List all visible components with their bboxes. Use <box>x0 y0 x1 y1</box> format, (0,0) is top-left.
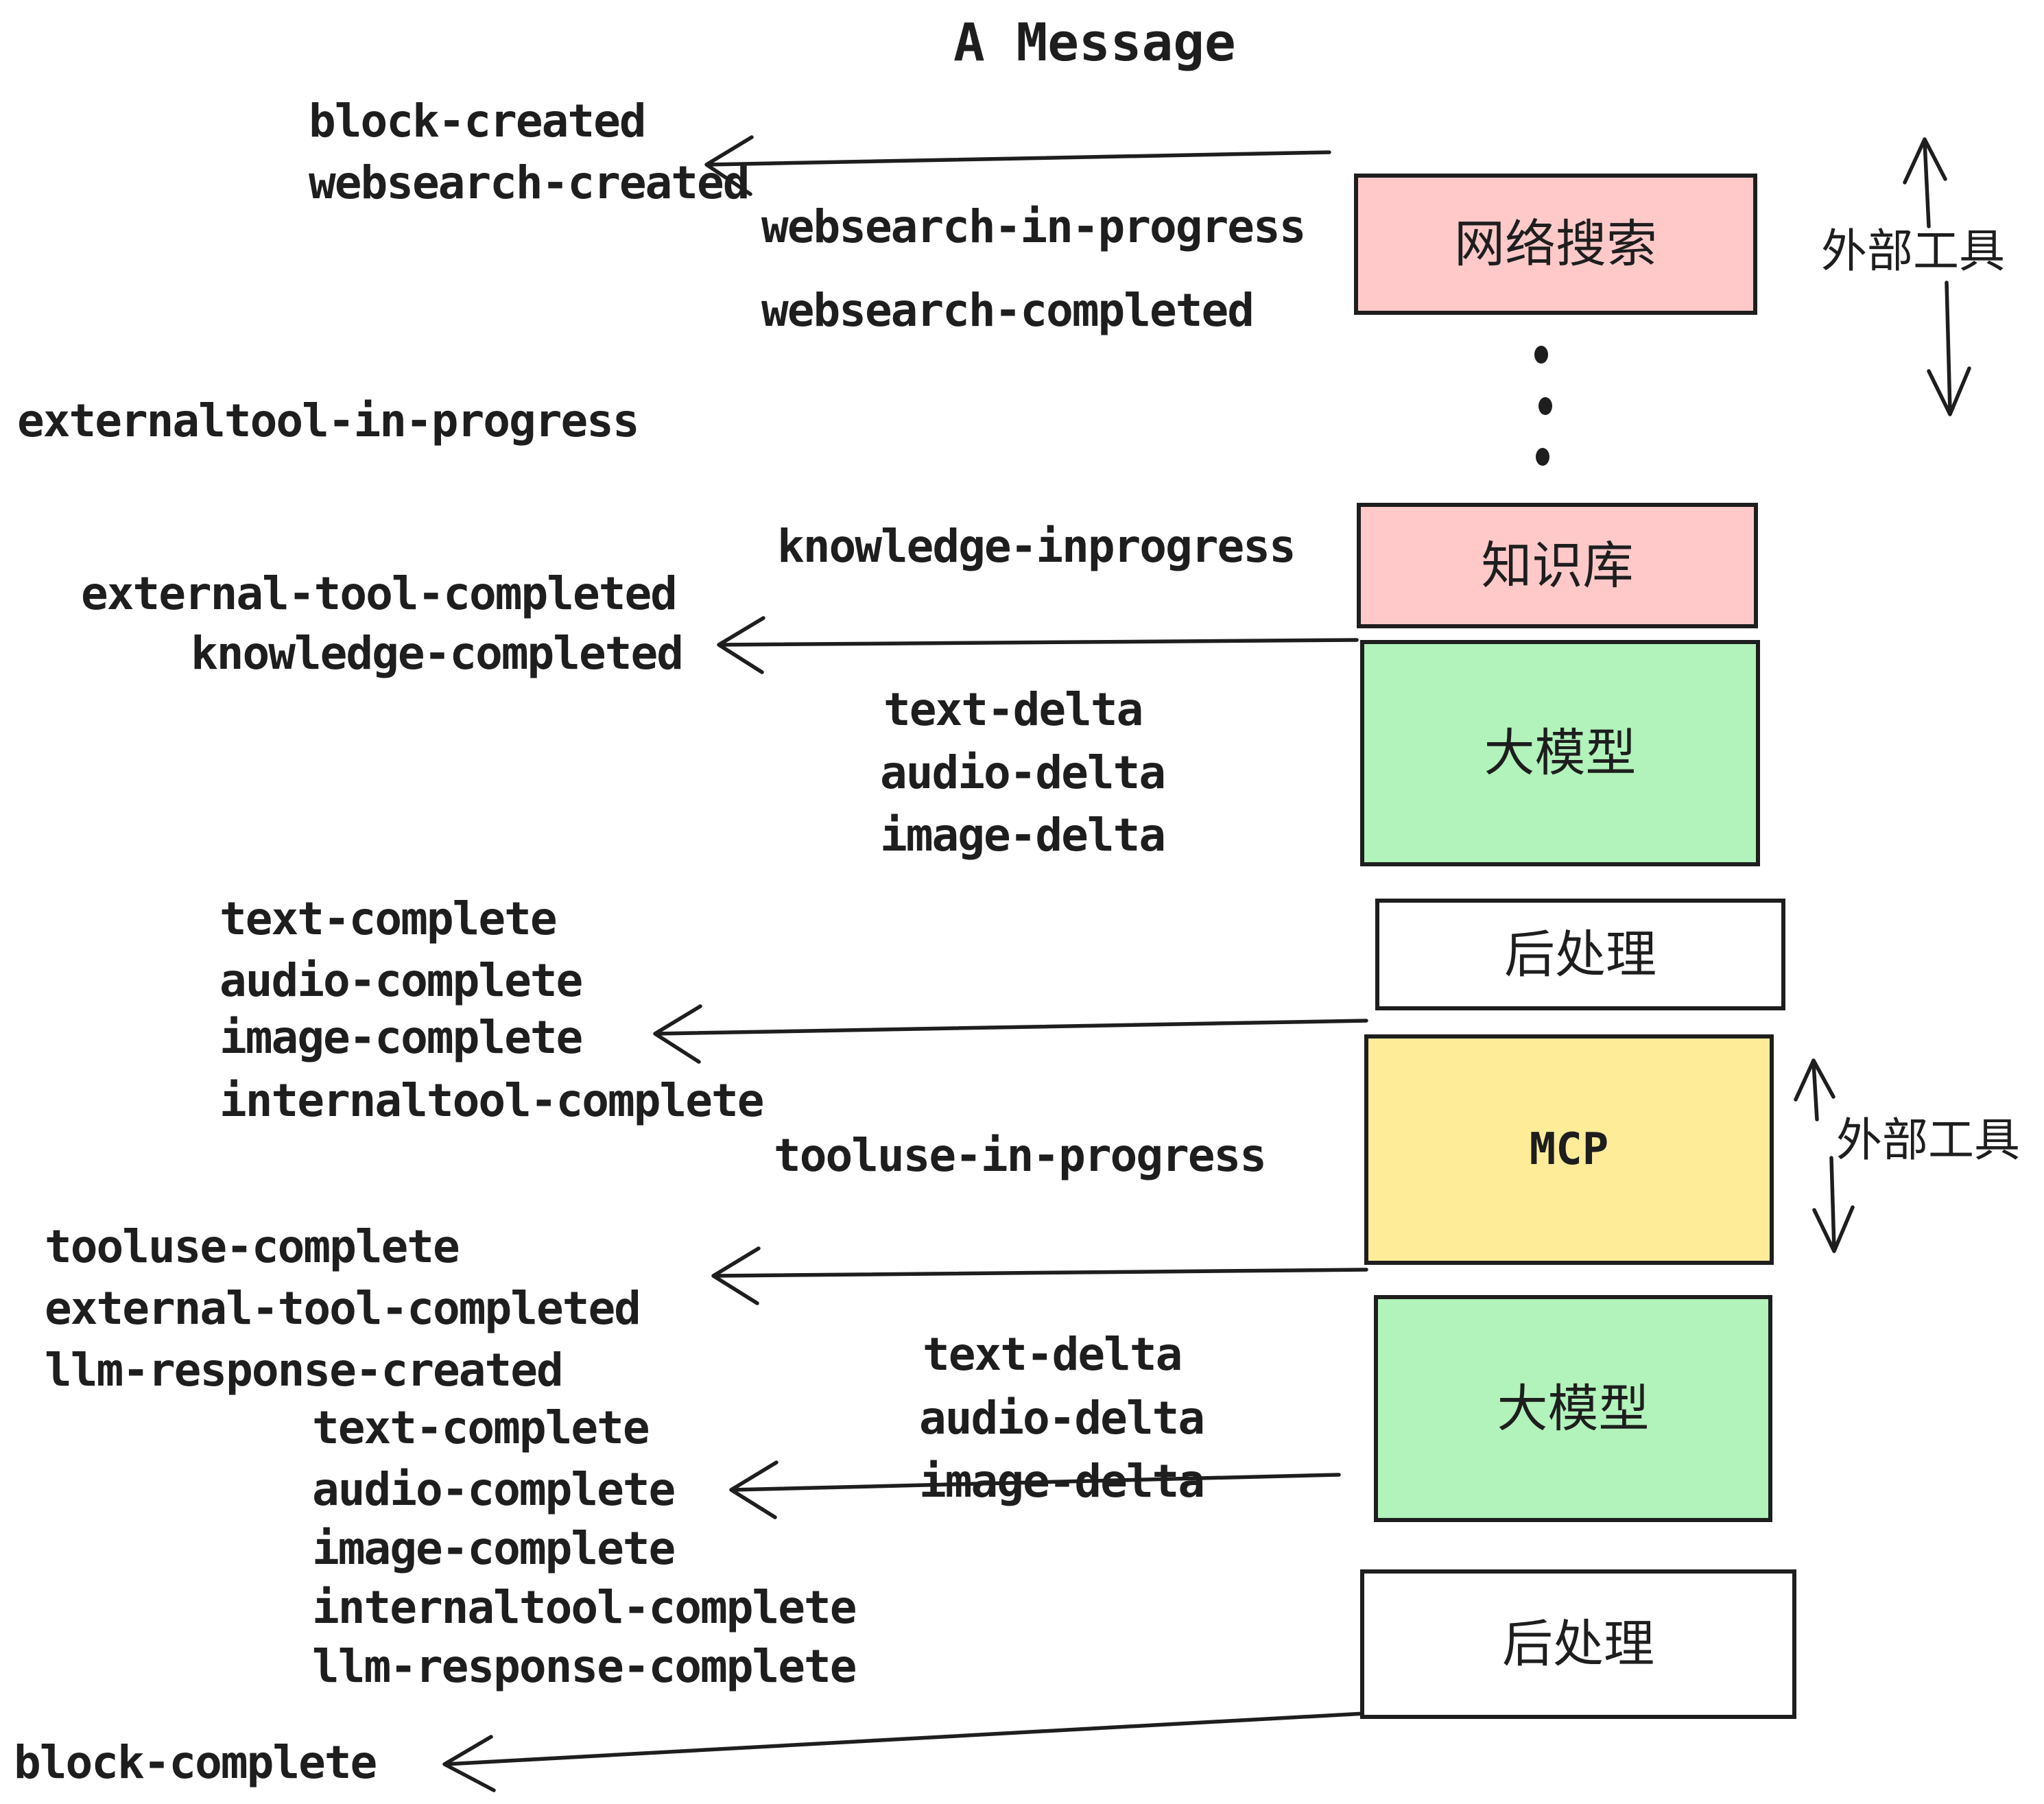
arrow-to-knowledge-completed <box>717 616 1359 674</box>
event-label-websearch-completed: websearch-completed <box>761 284 1255 337</box>
event-label-internaltool-complete-2: internaltool-complete <box>312 1581 857 1634</box>
event-label-image-delta-1: image-delta <box>880 809 1166 862</box>
postprocess-box-2-label: 后处理 <box>1502 1615 1654 1672</box>
event-label-knowledge-inprogress: knowledge-inprogress <box>777 520 1296 573</box>
event-label-block-created: block-created <box>309 95 647 147</box>
external-tools-note-2: 外部工具 <box>1836 1115 2020 1166</box>
event-label-internaltool-complete-1: internaltool-complete <box>219 1074 764 1127</box>
event-label-tooluse-in-progress: tooluse-in-progress <box>774 1129 1267 1182</box>
event-label-audio-delta-2: audio-delta <box>919 1392 1205 1445</box>
event-label-audio-complete-1: audio-complete <box>219 954 583 1007</box>
external-tools-down-arrow-2 <box>1812 1156 1855 1253</box>
vertical-ellipsis <box>1534 346 1552 466</box>
knowledge-box: 知识库 <box>1357 503 1758 628</box>
external-tools-up-arrow-1 <box>1903 137 1947 228</box>
event-label-external-tool-completed-2: external-tool-completed <box>45 1282 641 1335</box>
event-label-image-delta-2: image-delta <box>919 1455 1205 1508</box>
arrow-to-block-complete <box>442 1711 1367 1792</box>
external-tools-down-arrow-1 <box>1927 281 1971 416</box>
mcp-box-label: MCP <box>1529 1124 1609 1175</box>
arrow-to-websearch-created <box>704 135 1331 196</box>
event-label-tooluse-complete: tooluse-complete <box>45 1220 460 1273</box>
event-label-external-tool-completed-1: external-tool-completed <box>81 567 678 620</box>
arrow-to-image-complete <box>653 1004 1368 1064</box>
llm-box-1-label: 大模型 <box>1484 724 1637 781</box>
event-label-audio-complete-2: audio-complete <box>312 1463 676 1516</box>
event-label-text-delta-1: text-delta <box>883 683 1143 736</box>
knowledge-box-label: 知识库 <box>1481 536 1634 594</box>
event-label-text-delta-2: text-delta <box>923 1328 1183 1381</box>
arrow-to-tooluse-complete <box>711 1246 1368 1305</box>
diagram-title: A Message <box>953 12 1236 73</box>
external-tools-up-arrow-2 <box>1794 1058 1835 1121</box>
event-label-image-complete-2: image-complete <box>312 1522 676 1575</box>
postprocess-box-1-label: 后处理 <box>1504 925 1656 983</box>
llm-box-2: 大模型 <box>1374 1295 1772 1522</box>
event-label-audio-delta-1: audio-delta <box>880 746 1166 799</box>
event-label-knowledge-completed: knowledge-completed <box>191 627 684 680</box>
event-label-llm-response-complete: llm-response-complete <box>312 1640 857 1693</box>
event-label-text-complete-2: text-complete <box>312 1401 650 1454</box>
event-label-websearch-in-progress: websearch-in-progress <box>761 200 1306 253</box>
postprocess-box-2: 后处理 <box>1360 1569 1796 1719</box>
mcp-box: MCP <box>1364 1034 1774 1265</box>
websearch-box-label: 网络搜索 <box>1454 215 1657 272</box>
event-label-text-complete-1: text-complete <box>219 892 558 945</box>
websearch-box: 网络搜索 <box>1354 174 1757 315</box>
event-label-websearch-created: websearch-created <box>309 156 750 209</box>
external-tools-note-1: 外部工具 <box>1821 226 2005 277</box>
event-label-llm-response-created: llm-response-created <box>45 1344 564 1397</box>
arrow-to-audio-complete <box>729 1460 1341 1519</box>
llm-box-2-label: 大模型 <box>1497 1379 1650 1437</box>
event-label-image-complete-1: image-complete <box>219 1011 583 1064</box>
event-label-block-complete: block-complete <box>14 1736 377 1789</box>
event-label-externaltool-in-progress: externaltool-in-progress <box>17 394 640 447</box>
postprocess-box-1: 后处理 <box>1375 899 1785 1010</box>
llm-box-1: 大模型 <box>1360 640 1760 866</box>
